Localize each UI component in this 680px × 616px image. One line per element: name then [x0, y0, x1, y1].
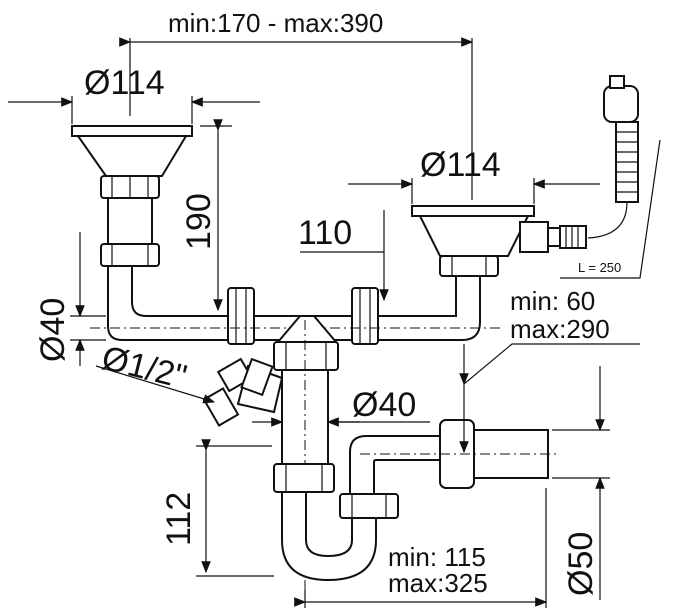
top-span-label: min:170 - max:390 — [168, 8, 383, 38]
vertical-range-max-label: max:290 — [510, 314, 610, 344]
overflow-hose — [587, 75, 639, 239]
horizontal-connecting-pipe — [90, 265, 500, 345]
left-pipe-diameter-label: Ø40 — [34, 298, 72, 362]
left-basket-diameter-label: Ø114 — [84, 64, 165, 102]
overflow-hose-length-label: L = 250 — [578, 260, 621, 275]
horizontal-range-min-label: min: 115 — [388, 542, 486, 572]
hose-connector-diameter-label: Ø1/2" — [98, 339, 190, 397]
offset-110-label: 110 — [298, 214, 352, 252]
height-190-label: 190 — [180, 193, 218, 250]
left-basket-strainer — [71, 125, 193, 267]
hose-connector — [202, 357, 284, 427]
vertical-range-min-label: min: 60 — [510, 286, 595, 316]
trap-height-label: 112 — [160, 492, 198, 546]
right-basket-diameter-label: Ø114 — [420, 146, 501, 184]
horizontal-range-max-label: max:325 — [388, 568, 488, 598]
dimension-lines — [8, 37, 661, 608]
central-tee-and-trap — [273, 315, 560, 600]
center-pipe-diameter-label: Ø40 — [352, 386, 416, 424]
outlet-diameter-label: Ø50 — [562, 532, 600, 596]
right-basket-strainer — [411, 205, 587, 277]
